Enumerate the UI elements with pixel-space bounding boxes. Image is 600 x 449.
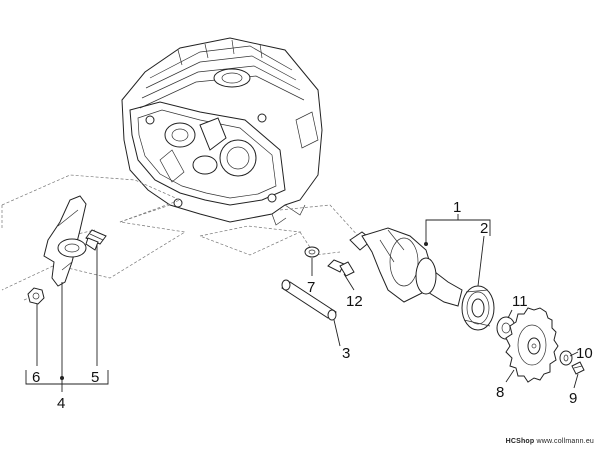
label-part-5: 5 [91,369,99,386]
adjuster-screw [85,229,107,251]
label-part-6: 6 [32,369,40,386]
label-part-8: 8 [496,384,504,401]
label-part-7: 7 [307,279,315,296]
bolt [327,259,355,277]
bearing [461,285,495,331]
label-part-11: 11 [512,293,528,310]
rocker-shaft [281,279,337,321]
leader-lines [25,214,579,392]
label-part-9: 9 [569,390,577,407]
label-part-3: 3 [342,345,350,362]
label-part-2: 2 [480,220,488,237]
label-part-10: 10 [576,345,593,362]
sprocket-screw [571,361,585,375]
rocker-arm [43,195,87,287]
sprocket-washer [559,350,573,366]
label-part-1: 1 [453,199,461,216]
cam-sprocket [505,307,559,383]
cylinder-head [121,37,323,226]
footer-credit: HCShop www.collmann.eu [506,438,594,445]
footer-site: www.collmann.eu [536,438,594,445]
label-part-12: 12 [346,293,363,310]
label-part-4: 4 [57,395,65,412]
footer-shop: HCShop [505,438,535,445]
lock-nut [27,287,45,305]
camshaft [349,227,463,307]
part-labels: 1 2 3 4 5 6 7 8 9 10 11 12 [32,199,593,412]
washer [304,246,320,258]
